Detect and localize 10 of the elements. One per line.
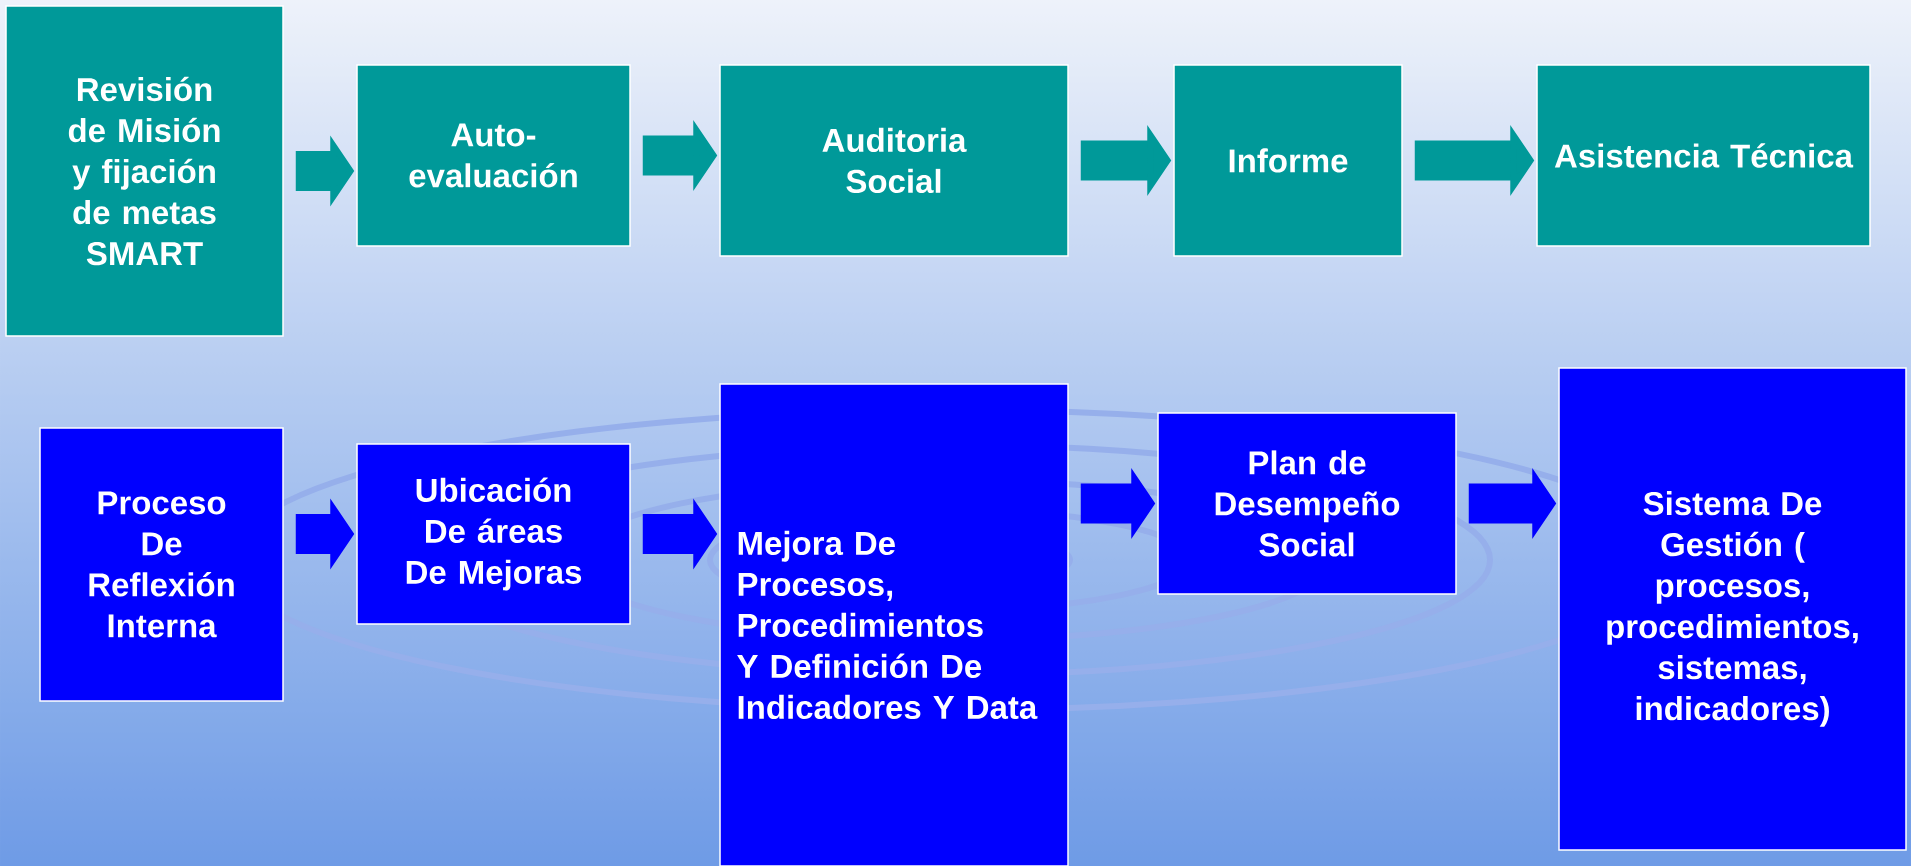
process-box: Informe (1173, 64, 1403, 257)
process-box: Plan de Desempeño Social (1157, 412, 1457, 595)
process-box: Auto-evaluación (356, 64, 631, 247)
process-box: Proceso De Reflexión Interna (39, 427, 284, 702)
process-box: Mejora De Procesos, Procedimientos Y Definición De Indicadores Y Data (719, 383, 1069, 866)
process-box: Asistencia Técnica (1536, 64, 1871, 247)
process-box: Sistema De Gestión ( procesos, procedimientos, sistemas, indicadores) (1558, 367, 1907, 851)
process-box: Auditoria Social (719, 64, 1069, 257)
process-box: Revisión de Misión y fijación de metas SMART (5, 5, 284, 337)
process-box: Ubicación De áreas De Mejoras (356, 443, 631, 625)
